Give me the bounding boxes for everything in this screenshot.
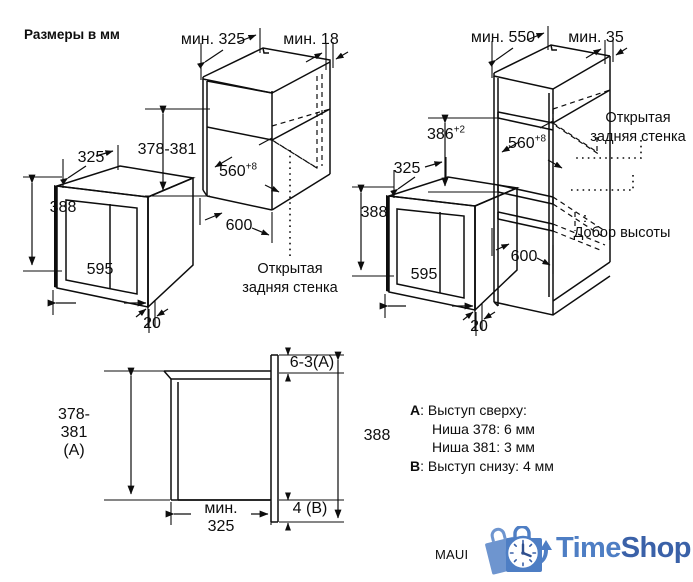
dim-label-325-right: 325 [393,160,421,177]
legend-line-3: B: Выступ снизу: 4 мм [410,458,554,475]
legend-line-1: Ниша 378: 6 мм [432,420,535,437]
dim-595-right [379,294,477,336]
leader-open-back-tall [575,140,642,159]
timeshop-word-part1: Time [556,532,621,564]
dim-388-left [23,174,62,272]
dim-label-20-left: 20 [143,315,161,332]
note-open-back-wall-line1: Открытая [257,261,323,277]
dim-label-6-3-A: 6-3(A) [289,354,335,371]
dim-label-min18: мин. 18 [283,31,339,48]
dim-386 [428,114,500,193]
dim-600-tall [491,228,554,274]
dim-label-600: 600 [225,217,253,234]
dim-560-tall [501,120,563,169]
dim-label-560-tall: 560+8 [508,133,546,152]
note-open-back-wall-line2: задняя стенка [242,280,338,296]
dim-label-min325-section-line2: 325 [207,518,235,535]
dim-378-381 [145,105,210,197]
dim-label-378-381-A-line2: 381 [60,424,88,441]
dim-600 [199,198,273,243]
note-open-back-tall-line2: задняя стенка [590,129,686,145]
dim-388-right [352,184,394,277]
timeshop-logo-icon [485,524,552,575]
legend-key-A: A [410,402,421,418]
dim-6-3-A [279,347,344,382]
dim-min18-cabinet [305,42,349,70]
dim-label-min325: мин. 325 [180,31,246,48]
dim-595-left [47,290,150,333]
dim-label-388-right: 388 [360,204,388,221]
dim-label-378-381-A-line1: 378- [57,406,91,423]
dim-325-left [60,145,119,188]
note-height-filler: Добор высоты [573,225,671,241]
dim-label-325-left: 325 [77,149,105,166]
dim-label-595-left: 595 [86,261,114,278]
model-code: MAUI [435,547,469,562]
legend-text-3: Выступ снизу: 4 мм [427,458,554,475]
dim-label-388-section: 388 [363,427,391,444]
dim-min550-cabinet [488,26,549,78]
timeshop-logo: TimeShop [480,524,691,578]
note-open-back-tall-line1: Открытая [605,110,671,126]
timeshop-wordmark: TimeShop [556,532,691,565]
dim-label-386-tolerance: +2 [453,124,465,136]
dim-label-378-381: 378-381 [137,141,197,158]
leader-height-filler [570,175,634,191]
dim-label-386: 386+2 [427,124,465,143]
timeshop-word-part2: Shop [620,532,692,564]
cabinet-tall-isometric [493,44,611,316]
appliance-isometric-top-left [54,165,196,309]
legend-text-0: Выступ сверху: [427,402,527,418]
dim-label-560-tolerance: +8 [245,161,257,173]
dim-min35-cabinet [585,38,628,64]
legend-key-B: B [410,458,421,475]
cabinet-wall-isometric [202,47,331,211]
legend-line-0: A: Выступ сверху: [410,402,527,418]
dim-min325-cabinet [197,28,261,80]
dim-label-20-right: 20 [470,318,488,335]
dim-label-min550: мин. 550 [470,29,536,46]
dim-560 [214,137,280,193]
dim-label-min35: мин. 35 [568,29,624,46]
dim-label-min325-section-line1: мин. [204,500,238,517]
dim-label-560-tall-tolerance: +8 [534,133,546,145]
dim-label-600-tall: 600 [510,248,538,265]
dim-label-595-right: 595 [410,266,438,283]
appliance-isometric-right [386,176,520,312]
legend-line-2: Ниша 381: 3 мм [432,439,535,456]
dim-label-378-381-A-line3: (A) [63,442,85,459]
dim-min325-section [165,502,272,525]
dim-label-560: 560+8 [219,161,257,180]
dim-20-right [462,303,496,330]
dim-label-4-B: 4 (B) [292,500,328,517]
dim-label-388-left: 388 [49,199,77,216]
dim-4-B [279,492,344,531]
legend: A: Выступ сверху: Ниша 378: 6 мм Ниша 38… [410,402,554,474]
dim-378-381-A [104,367,170,501]
section-profile [163,354,279,523]
dim-20-left [135,300,169,327]
page-title: Размеры в мм [24,27,120,42]
